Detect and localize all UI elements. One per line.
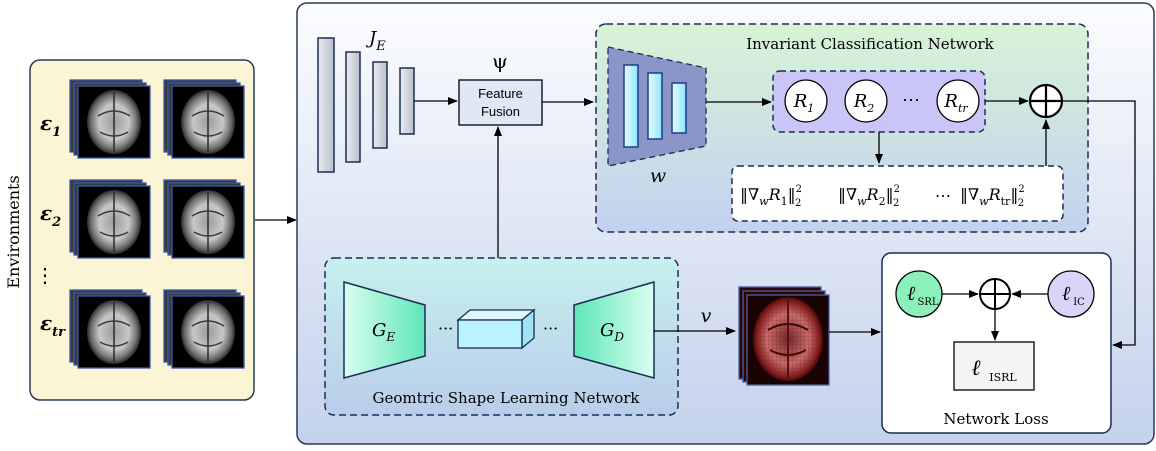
feature-fusion-line1: Feature (478, 86, 523, 101)
brain-image-stack (69, 79, 151, 159)
icn-bar (671, 82, 687, 134)
srl-loss-node: ℓ SRL (895, 270, 943, 318)
brain-image-stack (163, 179, 245, 259)
risk-nodes: R1 R2 Rtr ⋯ (784, 79, 980, 123)
penalty-term: ‖∇wR1‖2 (740, 184, 802, 208)
icn-title: Invariant Classification Network (746, 35, 994, 53)
isrl-subscript: ISRL (989, 371, 1017, 384)
svg-text:SRL: SRL (917, 297, 938, 308)
loss-sum-node (979, 278, 1011, 310)
svg-text:Rtr: Rtr (943, 91, 968, 115)
encoder-bar (399, 67, 415, 135)
risk-node: R1 (784, 79, 828, 123)
icn-sum-node (1028, 83, 1064, 119)
icn-weight-label: w (650, 165, 666, 187)
isrl-box (953, 341, 1035, 391)
fusion-symbol: ψ (492, 49, 508, 73)
ic-loss-node: ℓ IC (1047, 270, 1095, 318)
svg-text:2: 2 (893, 198, 899, 209)
svg-text:ℓ: ℓ (1062, 281, 1071, 305)
encoder-label: JE (365, 28, 386, 54)
encoder-bar (317, 37, 335, 173)
arrow-sum-to-loss (1062, 100, 1136, 349)
gsln-ellipsis-right: ··· (543, 319, 558, 338)
penalty-term: ‖∇wRtr‖2 (960, 184, 1025, 208)
feature-fusion-box (458, 79, 543, 126)
risk-node: Rtr (936, 79, 980, 123)
gsln-ellipsis-left: ··· (438, 319, 453, 338)
svg-text:IC: IC (1073, 297, 1085, 308)
environments-label: Environments (4, 175, 23, 288)
gsln-encoder-label: GE (372, 320, 395, 344)
shape-output-images (738, 286, 830, 386)
encoder-bar (345, 51, 361, 163)
gsln-output-label: v (701, 305, 712, 327)
penalty-box (731, 165, 1064, 222)
icn-bar (647, 72, 663, 140)
risk-ellipsis: ⋯ (902, 90, 920, 111)
gsln-decoder-label: GD (600, 320, 624, 344)
feature-fusion-line2: Fusion (481, 104, 520, 119)
gsln-title: Geomtric Shape Learning Network (372, 389, 640, 407)
svg-text:2: 2 (1018, 198, 1024, 209)
gsln-decoder (573, 281, 655, 379)
loss-title: Network Loss (943, 410, 1048, 428)
gsln-latent-cube (456, 308, 536, 350)
svg-text:ℓ: ℓ (907, 281, 916, 305)
brain-image-stack (163, 289, 245, 369)
risk-node: R2 (844, 79, 888, 123)
gsln-encoder (343, 281, 426, 379)
penalty-ellipsis: ⋯ (935, 186, 951, 205)
svg-text:2: 2 (795, 198, 801, 209)
brain-image-stack (163, 79, 245, 159)
environment-ellipsis: ⋮ (35, 263, 55, 287)
brain-image-stack (69, 289, 151, 369)
encoder-bar (372, 61, 388, 149)
encoder-bars (317, 37, 415, 173)
brain-image-stack (69, 179, 151, 259)
isrl-symbol: ℓ (971, 356, 981, 381)
icn-bar (623, 64, 639, 148)
penalty-term: ‖∇wR2‖2 (838, 184, 900, 208)
